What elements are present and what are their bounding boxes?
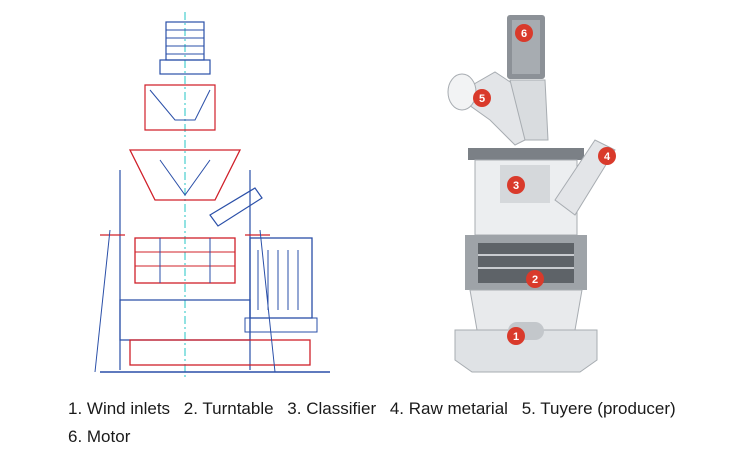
callout-6: 6 bbox=[515, 24, 533, 42]
technical-drawing: 6 5 4 3 2 1 bbox=[94, 12, 616, 380]
legend-item-wind-inlets: 1. Wind inlets bbox=[68, 399, 171, 418]
legend-item-raw-material: 4. Raw metarial bbox=[389, 399, 508, 418]
callout-2: 2 bbox=[526, 270, 544, 288]
legend-line-1: 1. Wind inlets 2. Turntable 3. Classifie… bbox=[68, 395, 748, 423]
legend-item-turntable: 2. Turntable bbox=[183, 399, 274, 418]
mill-render bbox=[447, 15, 616, 373]
legend-line-2: 6. Motor bbox=[68, 423, 748, 451]
svg-text:2: 2 bbox=[532, 274, 538, 286]
svg-text:1: 1 bbox=[513, 331, 519, 343]
legend-item-classifier: 3. Classifier bbox=[287, 399, 377, 418]
callout-1: 1 bbox=[507, 327, 525, 345]
legend-item-tuyere: 5. Tuyere (producer) bbox=[521, 399, 676, 418]
legend-item-motor: 6. Motor bbox=[68, 427, 131, 446]
svg-text:3: 3 bbox=[513, 180, 519, 192]
callout-3: 3 bbox=[507, 176, 525, 194]
legend-caption: 1. Wind inlets 2. Turntable 3. Classifie… bbox=[68, 395, 748, 451]
svg-text:5: 5 bbox=[479, 93, 485, 105]
callout-4: 4 bbox=[598, 147, 616, 165]
svg-text:4: 4 bbox=[604, 151, 611, 163]
callout-5: 5 bbox=[473, 89, 491, 107]
svg-text:6: 6 bbox=[521, 28, 527, 40]
